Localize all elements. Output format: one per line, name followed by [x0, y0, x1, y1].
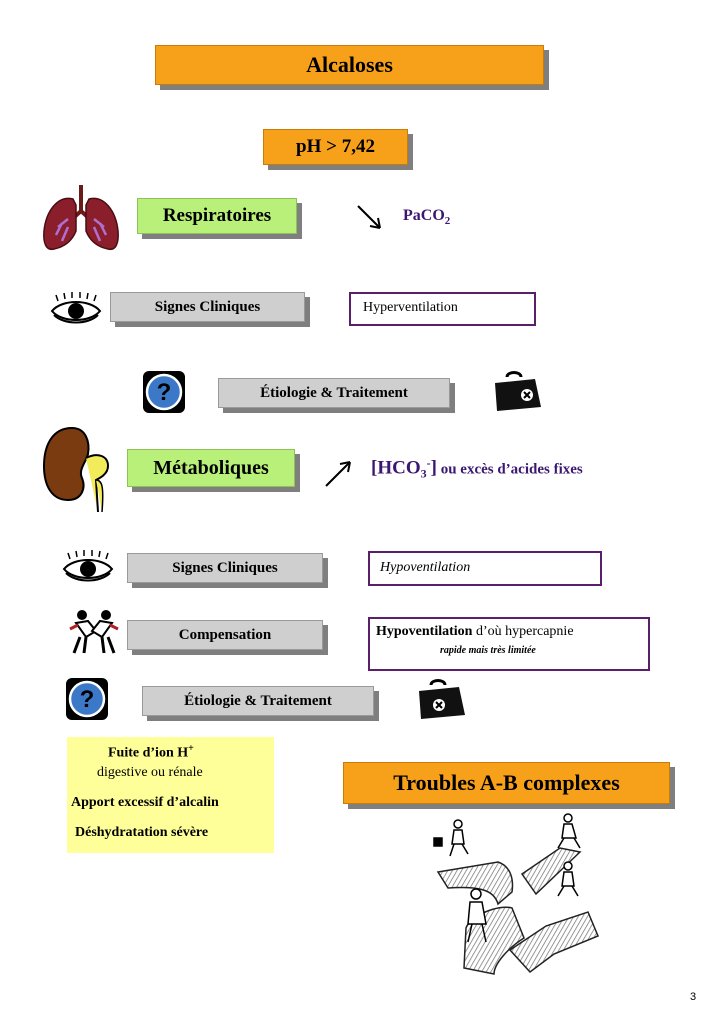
hco3-text: [HCO3-] ou excès d’acides fixes [371, 456, 583, 482]
hco3-rest: ou excès d’acides fixes [436, 461, 583, 478]
arrow-down-icon [357, 205, 381, 229]
hco3-close: ] [430, 457, 437, 479]
question-icon: ? [143, 371, 185, 413]
compensation-bold: Hypoventilation [376, 624, 473, 639]
ph-text: pH > 7,42 [296, 136, 375, 157]
resp-signs-value-box: Hyperventilation [349, 292, 536, 326]
causes-line-1: Fuite d’ion H+ [108, 743, 194, 762]
met-signs-value: Hypoventilation [380, 560, 471, 575]
paco2-sub: 2 [444, 215, 451, 228]
doctor-bag-icon-2 [419, 679, 465, 719]
metabolic-label: Métaboliques [153, 456, 269, 479]
paco2-text: PaCO2 [403, 207, 450, 227]
respiratory-box: Respiratoires [137, 198, 297, 234]
compensation-value-box: Hypoventilation d’où hypercapnie rapide … [368, 617, 650, 671]
resp-signs-button: Signes Cliniques [110, 292, 305, 322]
respiratory-label: Respiratoires [162, 205, 272, 226]
hco3-open: [HCO [371, 457, 421, 479]
question-icon-2: ? [66, 678, 108, 720]
ph-box: pH > 7,42 [263, 129, 408, 165]
crossroads-icon [433, 813, 599, 975]
met-signs-value-box: Hypoventilation [368, 551, 602, 586]
hco3-sub: 3 [420, 466, 427, 481]
resp-etiology-button: Étiologie & Traitement [218, 378, 450, 408]
met-etiology-label: Étiologie & Traitement [184, 692, 332, 709]
eye-icon-2 [62, 550, 114, 582]
lungs-icon [43, 185, 119, 251]
compensation-rest: d’où hypercapnie [472, 624, 574, 639]
causes-line-1-main: Fuite d’ion H [108, 745, 189, 761]
wrestlers-icon [69, 610, 119, 654]
paco2-main: PaCO [403, 207, 445, 224]
resp-etiology-label: Étiologie & Traitement [260, 384, 408, 401]
arrow-up-icon [325, 461, 351, 487]
causes-line-3: Apport excessif d’alcalin [71, 795, 219, 810]
svg-text:?: ? [80, 686, 95, 713]
hco3-sup: - [426, 456, 431, 470]
doctor-bag-icon [495, 371, 541, 411]
page-title: Alcaloses [155, 45, 544, 85]
causes-line-2: digestive ou rénale [97, 765, 203, 780]
page-title-text: Alcaloses [306, 52, 393, 77]
compensation-line: Hypoventilation d’où hypercapnie [376, 624, 648, 640]
complex-box: Troubles A-B complexes [343, 762, 670, 804]
svg-text:?: ? [157, 379, 172, 406]
met-etiology-button: Étiologie & Traitement [142, 686, 374, 716]
resp-signs-label: Signes Cliniques [154, 298, 261, 315]
kidney-icon [42, 426, 110, 513]
causes-note: Fuite d’ion H+ digestive ou rénale Appor… [67, 737, 274, 853]
resp-signs-value: Hyperventilation [363, 300, 458, 315]
eye-icon [50, 292, 102, 324]
complex-label: Troubles A-B complexes [393, 770, 620, 795]
causes-line-4: Déshydratation sévère [75, 825, 209, 840]
compensation-label: Compensation [178, 626, 272, 643]
metabolic-box: Métaboliques [127, 449, 295, 487]
compensation-note: rapide mais très limitée [440, 645, 536, 656]
causes-line-1-sup: + [188, 743, 194, 754]
met-signs-label: Signes Cliniques [172, 559, 278, 576]
page-number: 3 [690, 991, 697, 1003]
met-signs-button: Signes Cliniques [127, 553, 323, 583]
compensation-button: Compensation [127, 620, 323, 650]
